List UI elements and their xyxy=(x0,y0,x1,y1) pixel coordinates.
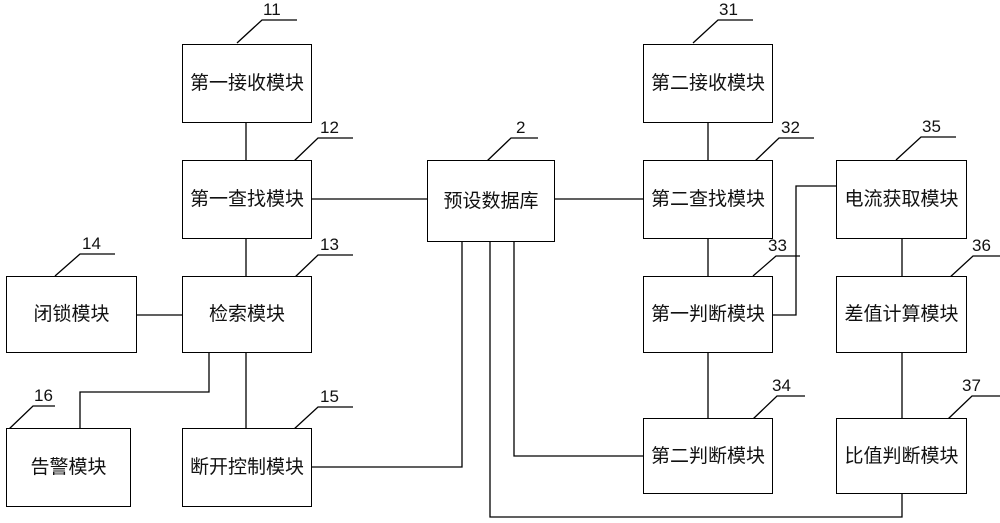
leader-11 xyxy=(236,19,297,44)
ref-number-11: 11 xyxy=(263,0,281,19)
leader-35 xyxy=(895,136,956,161)
module-13-label: 检索模块 xyxy=(208,303,285,325)
module-15-label: 断开控制模块 xyxy=(189,456,304,478)
module-13-retrieval: 检索模块 xyxy=(182,276,312,353)
leader-31 xyxy=(692,19,753,44)
module-14-lock: 闭锁模块 xyxy=(6,276,137,353)
module-37-ratio-judge: 比值判断模块 xyxy=(836,418,967,494)
module-35-label: 电流获取模块 xyxy=(844,188,959,210)
module-32-label: 第二查找模块 xyxy=(650,188,765,210)
module-37-label: 比值判断模块 xyxy=(844,444,959,467)
module-35-current-acquire: 电流获取模块 xyxy=(836,160,967,239)
module-34-second-judge: 第二判断模块 xyxy=(643,418,773,494)
module-36-label: 差值计算模块 xyxy=(844,303,959,325)
link-13-16 xyxy=(79,353,210,428)
module-11-first-receive: 第一接收模块 xyxy=(182,44,312,123)
module-2-label: 预设数据库 xyxy=(443,189,539,212)
module-36-difference-calc: 差值计算模块 xyxy=(836,276,967,353)
ref-number-34: 34 xyxy=(772,376,791,395)
leader-15 xyxy=(292,406,353,431)
leader-13 xyxy=(292,254,353,280)
module-31-second-receive: 第二接收模块 xyxy=(643,44,773,123)
leader-34 xyxy=(752,395,805,420)
ref-number-31: 31 xyxy=(719,0,738,19)
leader-36 xyxy=(947,255,1000,280)
module-12-first-search: 第一查找模块 xyxy=(182,160,312,239)
module-33-first-judge: 第一判断模块 xyxy=(643,276,773,353)
leader-37 xyxy=(947,395,1000,420)
ref-number-37: 37 xyxy=(962,376,981,395)
module-32-second-search: 第二查找模块 xyxy=(643,160,773,239)
leader-14 xyxy=(54,253,115,277)
ref-number-36: 36 xyxy=(972,236,991,255)
leader-33 xyxy=(752,255,800,277)
leader-2 xyxy=(486,137,538,162)
ref-number-16: 16 xyxy=(34,386,53,405)
module-15-disconnect-control: 断开控制模块 xyxy=(182,428,312,507)
module-34-label: 第二判断模块 xyxy=(650,444,765,467)
ref-number-33: 33 xyxy=(768,236,787,255)
leader-12 xyxy=(292,137,353,163)
ref-number-14: 14 xyxy=(82,234,101,253)
link-2-34 xyxy=(513,242,643,457)
link-2-37 xyxy=(489,242,903,518)
link-2-15 xyxy=(312,242,463,468)
module-2-preset-database: 预设数据库 xyxy=(427,160,555,242)
ref-number-32: 32 xyxy=(781,118,800,137)
ref-number-15: 15 xyxy=(320,387,339,406)
leader-32 xyxy=(753,137,814,163)
module-12-label: 第一查找模块 xyxy=(189,188,304,210)
ref-number-2: 2 xyxy=(516,118,526,137)
ref-number-13: 13 xyxy=(320,235,339,254)
module-31-label: 第二接收模块 xyxy=(650,72,765,94)
module-11-label: 第一接收模块 xyxy=(189,72,304,94)
ref-number-35: 35 xyxy=(922,117,941,136)
leader-16 xyxy=(7,405,55,431)
module-16-alarm: 告警模块 xyxy=(6,428,131,507)
module-16-label: 告警模块 xyxy=(30,456,107,478)
module-14-label: 闭锁模块 xyxy=(33,303,110,325)
link-33-35 xyxy=(773,185,836,316)
ref-number-12: 12 xyxy=(320,118,339,137)
module-33-label: 第一判断模块 xyxy=(650,303,765,325)
